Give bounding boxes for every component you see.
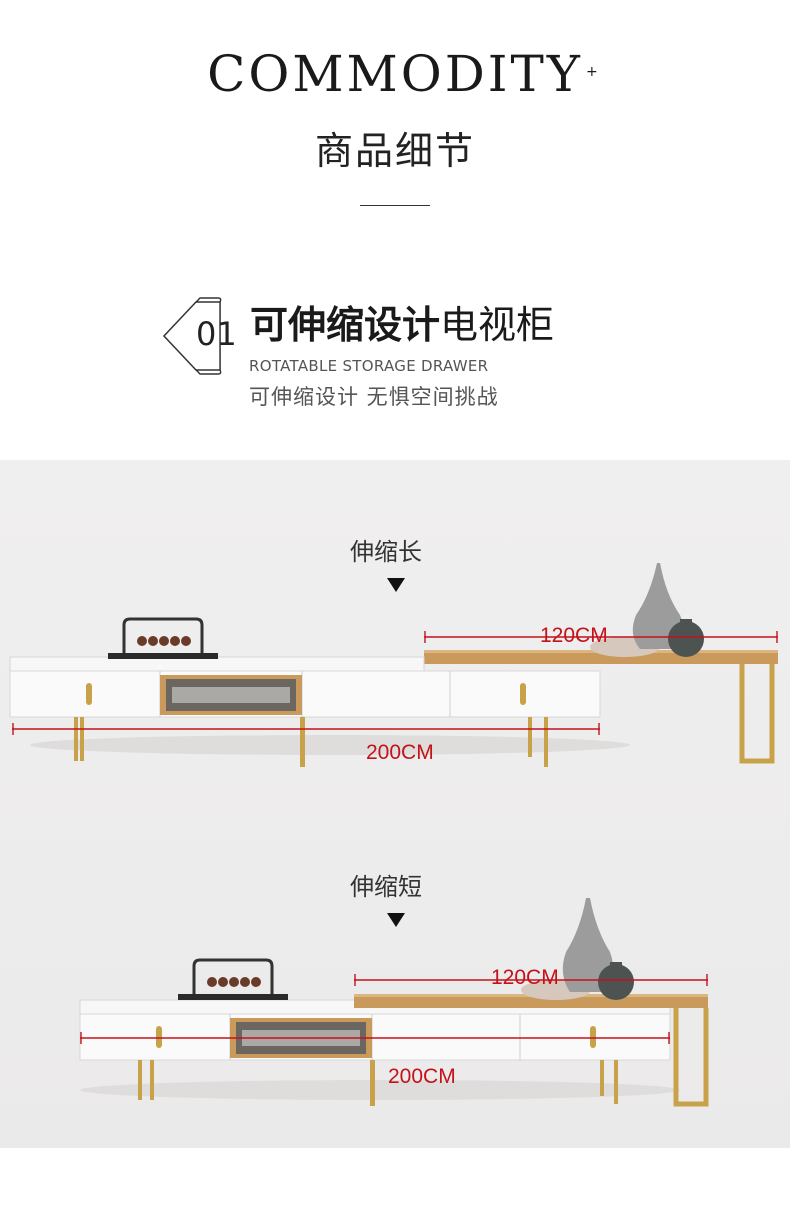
title-divider [360, 205, 430, 206]
page-title: COMMODITY [207, 45, 583, 103]
feature-number: 01 [196, 315, 237, 353]
title-plus-mark: + [586, 64, 598, 80]
feature-title-bold: 可伸缩设计 [250, 303, 441, 347]
page-subtitle: 商品细节 [314, 129, 475, 173]
feature-description: 可伸缩设计 无惧空间挑战 [249, 385, 499, 409]
dimension-top-extended: 120CM [540, 624, 608, 647]
tv-cabinet-retracted [79, 898, 709, 1107]
down-triangle-icon [387, 578, 405, 592]
dimension-top-retracted: 120CM [491, 966, 559, 989]
dimension-bottom-extended: 200CM [366, 741, 434, 764]
panel-label-extended: 伸缩长 [350, 538, 422, 566]
tv-cabinet-extended [9, 563, 778, 767]
feature-title-normal: 电视柜 [440, 303, 555, 347]
feature-subtitle-en: ROTATABLE STORAGE DRAWER [249, 357, 489, 375]
diamond-badge-icon [163, 297, 222, 375]
feature-title: 可伸缩设计电视柜 [250, 300, 554, 350]
dimension-bottom-retracted: 200CM [388, 1065, 456, 1088]
down-triangle-icon [387, 913, 405, 927]
panel-label-retracted: 伸缩短 [350, 873, 422, 901]
